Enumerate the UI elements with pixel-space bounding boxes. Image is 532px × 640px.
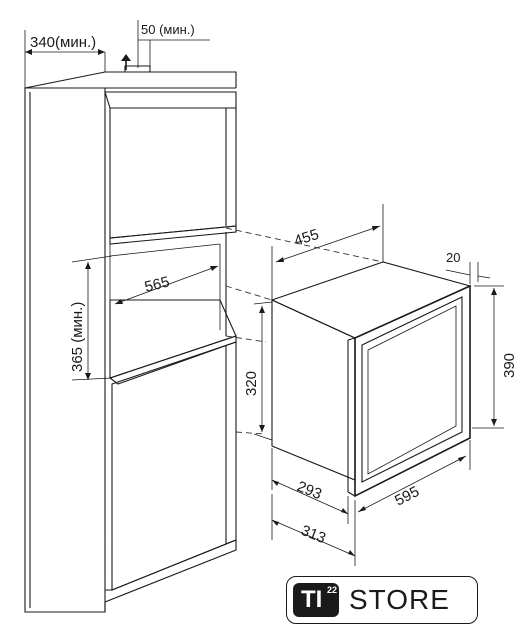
appliance xyxy=(270,261,472,498)
store-logo: TI 22 STORE xyxy=(286,576,478,624)
dimension-320: 320 xyxy=(243,301,273,441)
logo-badge-text: TI xyxy=(301,586,323,613)
dimension-293: 293 xyxy=(271,448,349,524)
dimension-20: 20 xyxy=(445,250,491,284)
dimension-365: 365 (мин.) xyxy=(69,255,113,381)
arrow-up-icon xyxy=(121,54,131,70)
dim-body-height: 320 xyxy=(243,371,260,396)
dimension-313: 313 xyxy=(271,494,356,566)
dim-front-width: 595 xyxy=(392,483,422,510)
logo-superscript: 22 xyxy=(327,585,338,595)
dim-cabinet-depth: 340(мин.) xyxy=(30,34,96,51)
dim-body-depth: 293 xyxy=(295,478,325,503)
dim-appliance-width: 455 xyxy=(292,226,321,250)
logo-word: STORE xyxy=(349,584,450,615)
logo-badge: TI xyxy=(293,583,339,617)
dim-niche-height: 365 (мин.) xyxy=(69,302,86,372)
projection-lines xyxy=(225,227,384,435)
cabinet xyxy=(24,65,237,613)
dim-total-depth: 313 xyxy=(299,522,329,547)
dim-front-height: 390 xyxy=(501,353,518,378)
dimension-565: 565 xyxy=(114,265,219,305)
dimension-455: 455 xyxy=(271,204,384,300)
dimension-340: 340(мин.) xyxy=(24,30,106,88)
dimension-390: 390 xyxy=(472,285,518,429)
dimension-50: 50 (мин.) xyxy=(137,20,210,68)
dim-niche-depth: 565 xyxy=(143,273,171,296)
dim-vent-gap: 50 (мин.) xyxy=(141,22,195,37)
dim-frame-thickness: 20 xyxy=(446,250,460,265)
